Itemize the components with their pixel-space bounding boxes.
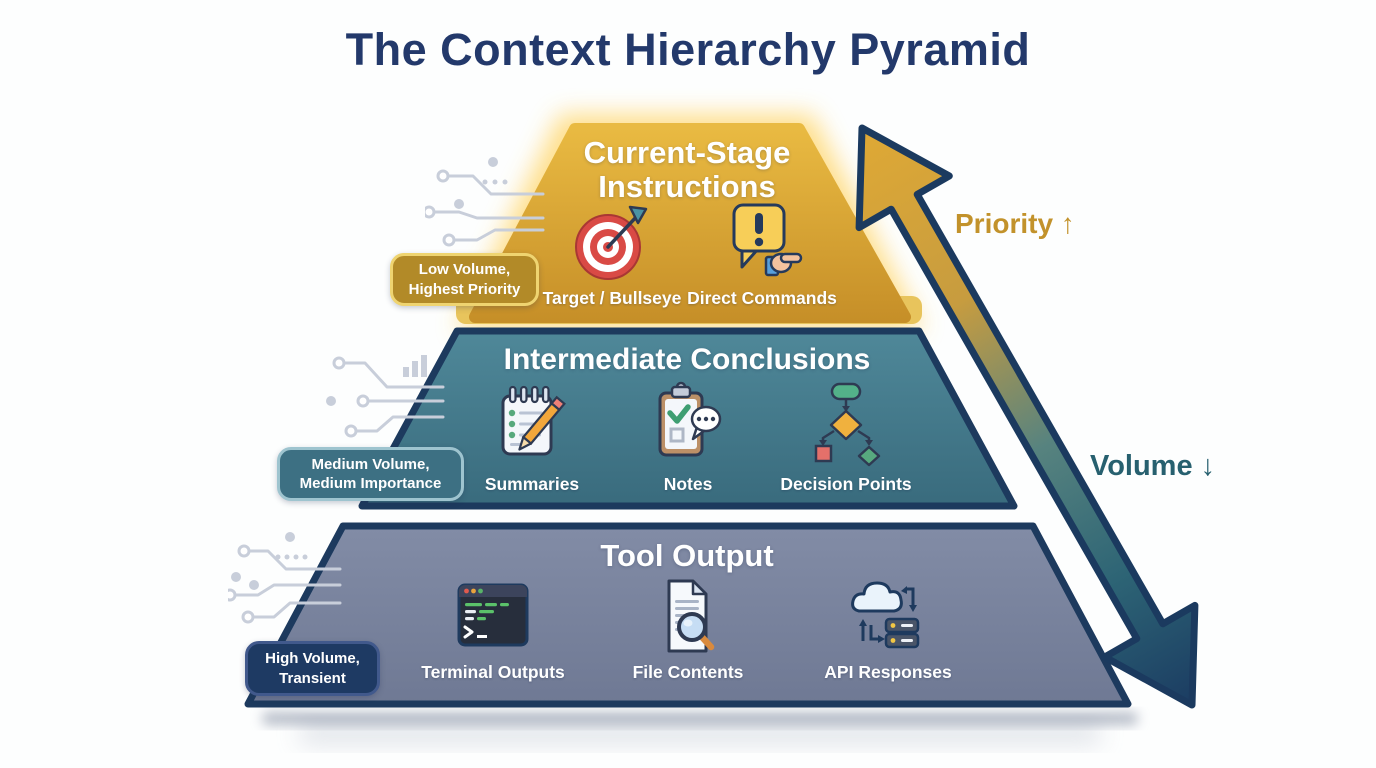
- item-label: API Responses: [824, 662, 952, 682]
- circuit-doodle-top: [425, 157, 545, 247]
- item-label: Decision Points: [780, 474, 912, 494]
- terminal-window-icon: [457, 583, 529, 647]
- target-bullseye-icon: [575, 205, 648, 280]
- item-decision-points: Decision Points: [771, 379, 921, 495]
- item-label: Direct Commands: [687, 288, 837, 308]
- volume-label: Volume ↓: [1090, 450, 1216, 482]
- badge-medium-volume-medium-importance: Medium Volume, Medium Importance: [277, 447, 464, 501]
- circuit-doodle-middle: [326, 355, 445, 438]
- circuit-doodle-bottom: [228, 532, 342, 624]
- item-notes: Notes: [613, 379, 763, 495]
- base-shadow: [300, 722, 1100, 744]
- item-target-bullseye: Target / Bullseye: [537, 201, 687, 309]
- item-terminal-outputs: Terminal Outputs: [418, 575, 568, 683]
- priority-volume-arrow: [855, 124, 1199, 709]
- item-api-responses: API Responses: [813, 575, 963, 683]
- badge-low-volume-highest-priority: Low Volume, Highest Priority: [390, 253, 539, 306]
- item-file-contents: File Contents: [613, 575, 763, 683]
- item-label: Summaries: [484, 474, 580, 494]
- tier-heading-tool-output: Tool Output: [600, 538, 774, 573]
- page-title: The Context Hierarchy Pyramid: [345, 24, 1031, 75]
- file-magnifier-icon: [667, 579, 715, 653]
- tier-heading-current-stage: Current-Stage Instructions: [583, 135, 791, 205]
- item-label: Target / Bullseye: [542, 288, 682, 308]
- tier-heading-intermediate: Intermediate Conclusions: [503, 343, 871, 376]
- item-label: File Contents: [632, 662, 744, 682]
- notes-clipboard-icon: [658, 381, 722, 457]
- item-label: Terminal Outputs: [421, 662, 565, 682]
- item-label: Notes: [663, 474, 713, 494]
- item-summaries: Summaries: [457, 379, 607, 495]
- summaries-notepad-icon: [501, 385, 566, 456]
- badge-high-volume-transient: High Volume, Transient: [245, 641, 380, 696]
- direct-commands-icon: [732, 203, 803, 277]
- decision-flowchart-icon: [814, 382, 881, 467]
- priority-label: Priority ↑: [955, 208, 1075, 239]
- item-direct-commands: Direct Commands: [687, 201, 837, 309]
- cloud-server-icon: [851, 581, 920, 649]
